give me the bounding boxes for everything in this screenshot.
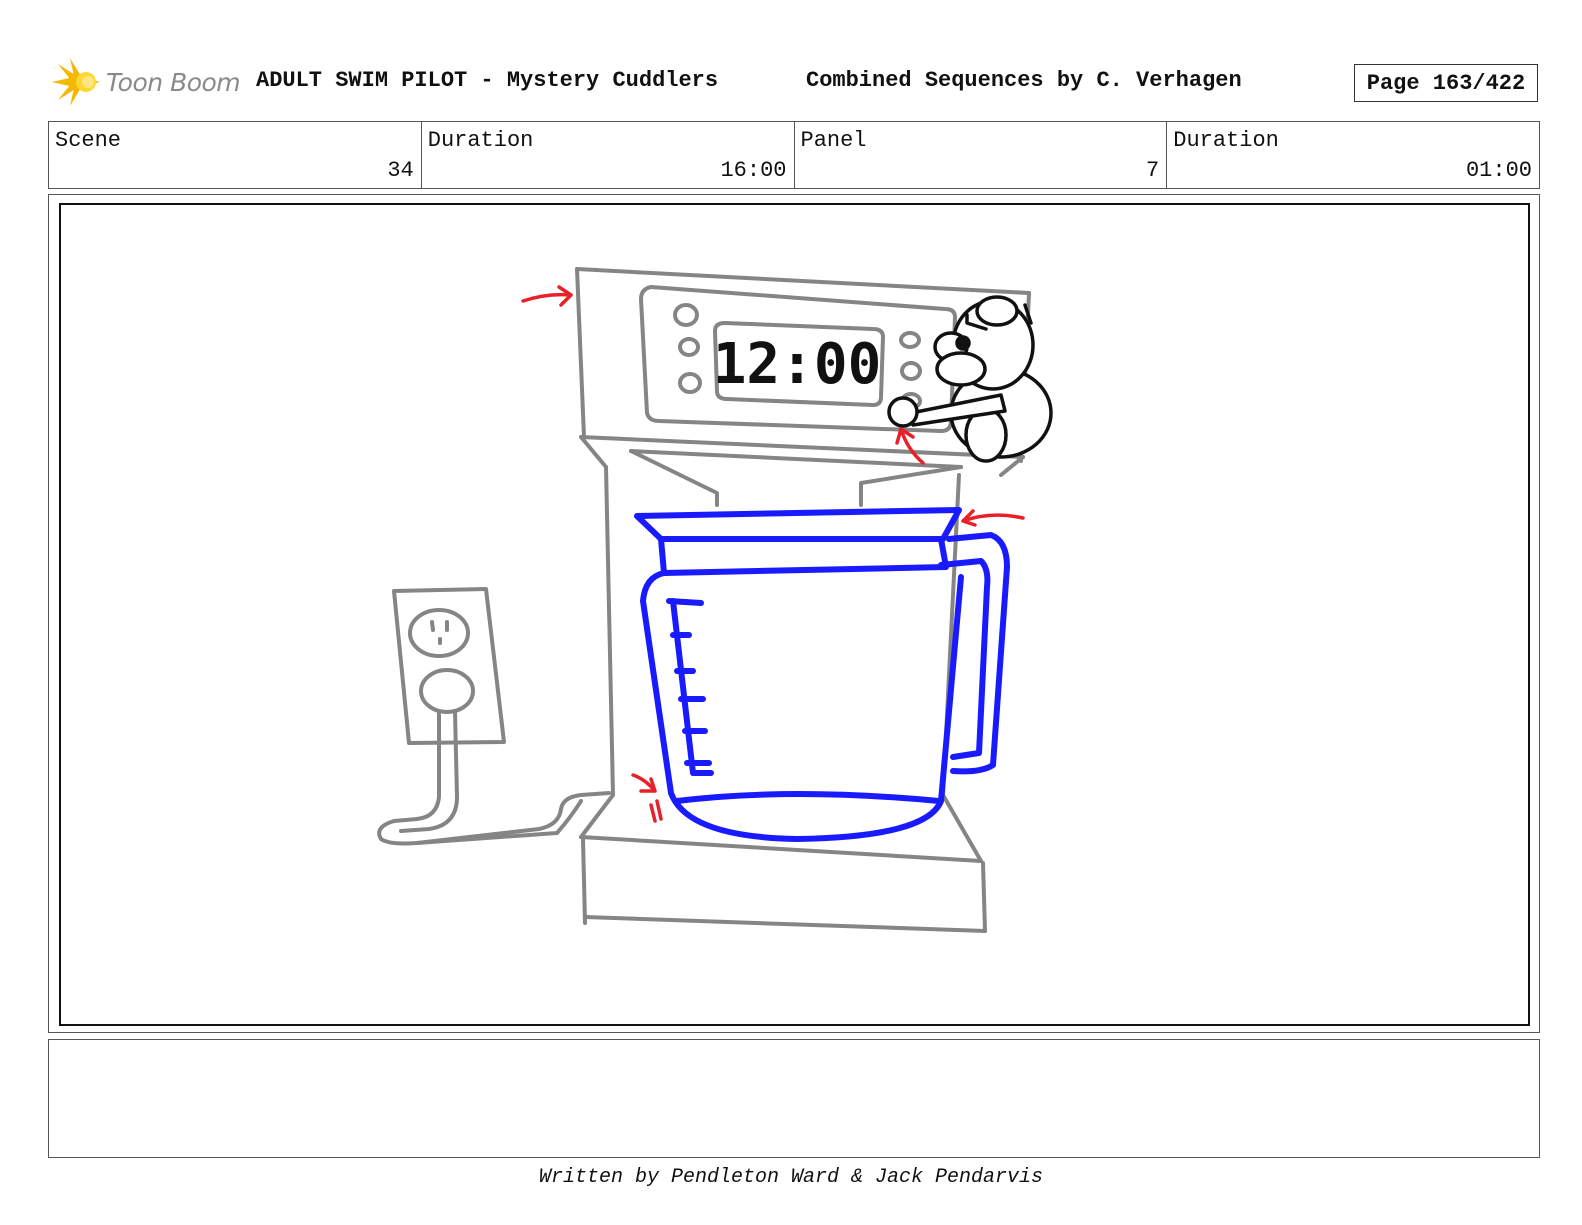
scene-info-table: Scene 34 Duration 16:00 Panel 7 Duration… [48,121,1540,189]
panel-duration-cell: Duration 01:00 [1167,122,1539,188]
toon-boom-logo: Toon Boom [50,56,241,108]
scene-duration-cell: Duration 16:00 [422,122,795,188]
scene-duration-value: 16:00 [720,158,787,183]
storyboard-panel: 12:00 [59,203,1530,1026]
arrow-button [895,427,925,465]
coffee-carafe [634,507,1010,842]
writer-credit: Written by Pendleton Ward & Jack Pendarv… [538,1166,1044,1189]
clock-display: 12:00 [713,332,882,397]
scene-label: Scene [55,128,122,153]
page-indicator: Page 163/422 [1354,64,1538,102]
panel-duration-value: 01:00 [1465,158,1532,183]
motion-arrows [521,285,1025,823]
panel-duration-label: Duration [1173,128,1279,153]
document-subtitle: Combined Sequences by C. Verhagen [806,68,1242,93]
arrow-top-left [521,285,573,307]
scene-cell: Scene 34 [49,122,422,188]
storyboard-panel-frame [48,194,1540,1033]
arrow-carafe-bottom [631,773,657,793]
panel-cell: Panel 7 [795,122,1168,188]
shake-lines [649,799,663,823]
scene-duration-label: Duration [427,128,534,153]
scene-value: 34 [387,158,414,183]
logo-text: Toon Boom [106,67,241,97]
mystery-cuddler-character [887,295,1053,463]
document-title: ADULT SWIM PILOT - Mystery Cuddlers [256,68,719,93]
starburst-icon [52,58,100,106]
power-cord [377,709,611,846]
panel-value: 7 [1146,158,1160,183]
arrow-carafe-lid [961,509,1025,527]
wall-outlet [392,587,506,745]
panel-label: Panel [800,128,867,153]
panel-notes-box [48,1039,1540,1158]
storyboard-drawing: 12:00 [377,267,1053,933]
